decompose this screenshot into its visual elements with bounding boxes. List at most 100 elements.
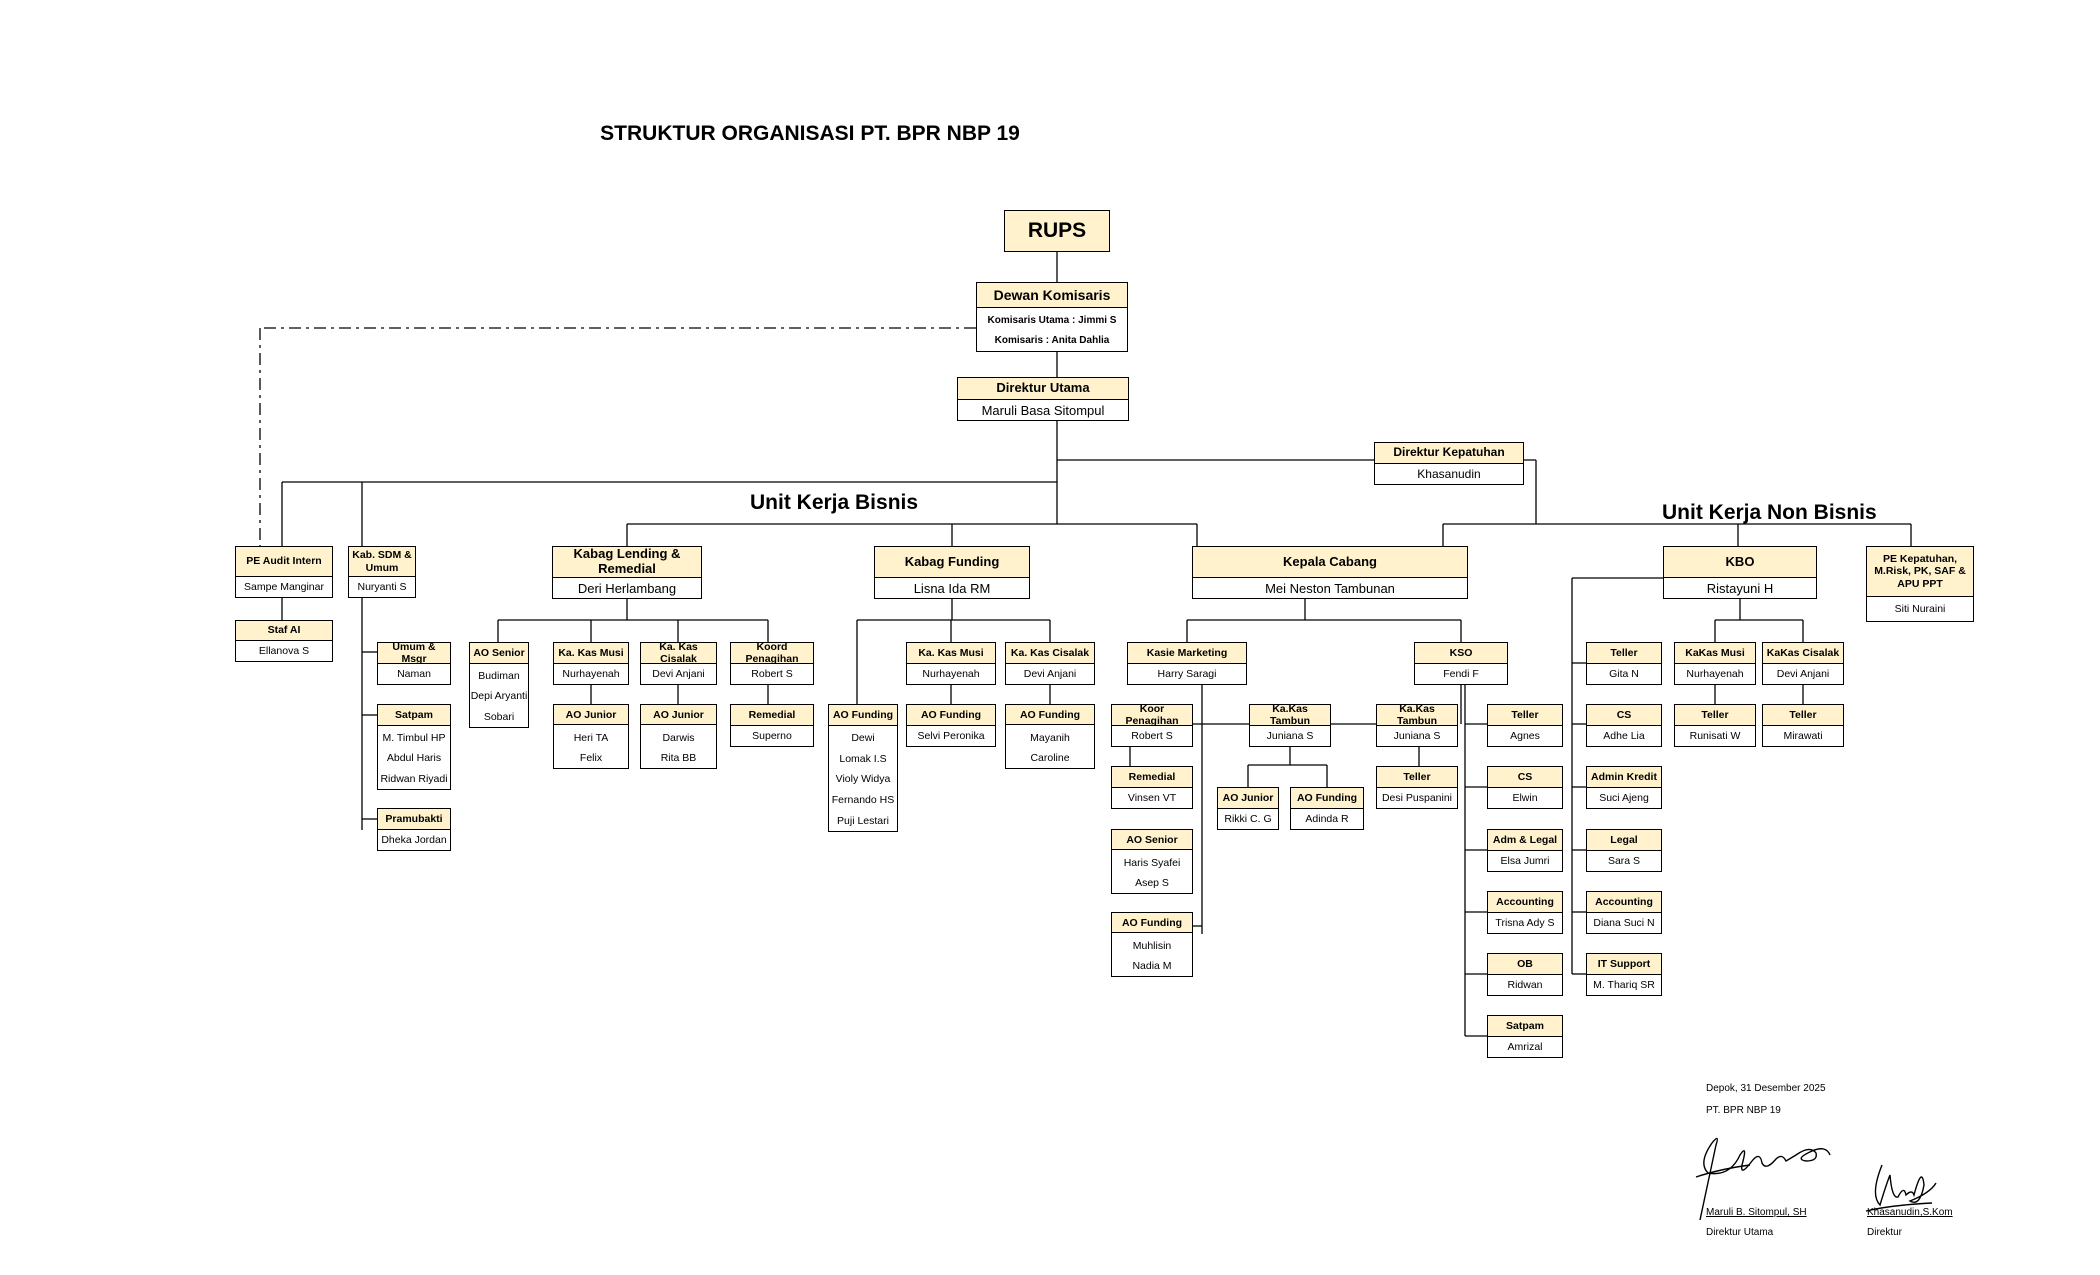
org-box-title: AO Senior [470,643,528,664]
org-box-title: Remedial [731,705,813,726]
org-box-member: Robert S [751,668,793,680]
signer1-name: Maruli B. Sitompul, SH [1706,1207,1807,1218]
signer2-role: Direktur [1867,1227,1903,1238]
org-box-member: Sobari [483,710,515,723]
org-box-title: KBO [1664,547,1816,578]
org-box-title: Remedial [1112,767,1192,788]
org-box-title: AO Funding [1291,788,1363,809]
org-box-member: Heri TA [573,731,609,744]
org-box-member: Elsa Jumri [1500,855,1550,867]
signature-direktur [1865,1164,1937,1212]
org-box-member: M. Timbul HP [382,731,446,744]
section-label-bisnis: Unit Kerja Bisnis [750,491,919,514]
org-box-title: CS [1587,705,1661,726]
org-box-member: Selvi Peronika [917,730,985,742]
org-box-title: Teller [1675,705,1755,726]
org-box-member: Nurhayenah [922,668,980,680]
org-box-member: Lomak I.S [839,752,887,765]
org-box-title: AO Funding [1006,705,1094,726]
org-box-member: Nurhayenah [562,668,620,680]
org-box-title: AO Funding [829,705,897,726]
org-box-member: Mirawati [1783,730,1823,742]
org-box-member: Ridwan Riyadi [380,772,448,785]
org-box-member: Devi Anjani [1776,668,1830,680]
org-box-member: Ellanova S [258,645,310,657]
section-label-non-bisnis: Unit Kerja Non Bisnis [1662,501,1877,524]
org-box-member: Trisna Ady S [1495,917,1555,929]
org-box-title: Satpam [378,705,450,726]
org-box-member: Siti Nuraini [1894,603,1946,615]
org-box-title: Ka. Kas Musi [554,643,628,664]
org-box-member: Khasanudin [1417,467,1481,481]
org-box-member: Nadia M [1132,959,1172,972]
org-box-member: Suci Ajeng [1599,792,1649,804]
org-box-member: Nuryanti S [357,581,407,593]
org-box-member: Budiman [478,669,520,682]
org-box-member: Mei Neston Tambunan [1265,580,1395,596]
org-box-title: Kasie Marketing [1128,643,1246,664]
org-box-title: Pramubakti [378,809,450,830]
org-box-member: Juniana S [1266,730,1314,742]
org-box-title: Direktur Kepatuhan [1375,443,1523,464]
org-box-member: Harry Saragi [1157,668,1217,680]
org-box-title: AO Junior [641,705,716,726]
org-box-title: Teller [1587,643,1661,664]
footer-company: PT. BPR NBP 19 [1706,1105,1781,1116]
org-box-title: Satpam [1488,1016,1562,1037]
org-box-title: Ka.Kas Tambun [1377,703,1457,727]
org-box-title: AO Funding [1112,913,1192,934]
org-box-member: Desi Puspanini [1381,792,1453,804]
org-box-title: Koord Penagihan [731,641,813,665]
org-box-title: AO Senior [1112,830,1192,851]
org-box-member: Muhlisin [1132,939,1172,952]
signer1-role: Direktur Utama [1706,1227,1774,1238]
org-box-member: M. Thariq SR [1593,979,1655,991]
org-box-member: Fernando HS [831,793,895,806]
org-box-title: Admin Kredit [1587,767,1661,788]
org-box-member: Nurhayenah [1686,668,1744,680]
org-box-title: Kabag Funding [875,547,1029,578]
org-box-title: Adm & Legal [1488,830,1562,851]
org-box-member: Abdul Haris [386,752,442,765]
org-box-title: Direktur Utama [958,378,1128,400]
org-box-title: Accounting [1587,892,1661,913]
org-box-member: Rita BB [660,751,697,764]
org-box-member: Puji Lestari [837,814,889,827]
org-box-title: Teller [1488,705,1562,726]
org-box-title: RUPS [1005,211,1109,251]
org-box-member: Juniana S [1393,730,1441,742]
org-box-title: AO Junior [1218,788,1278,809]
org-box-member: Devi Anjani [652,668,705,680]
